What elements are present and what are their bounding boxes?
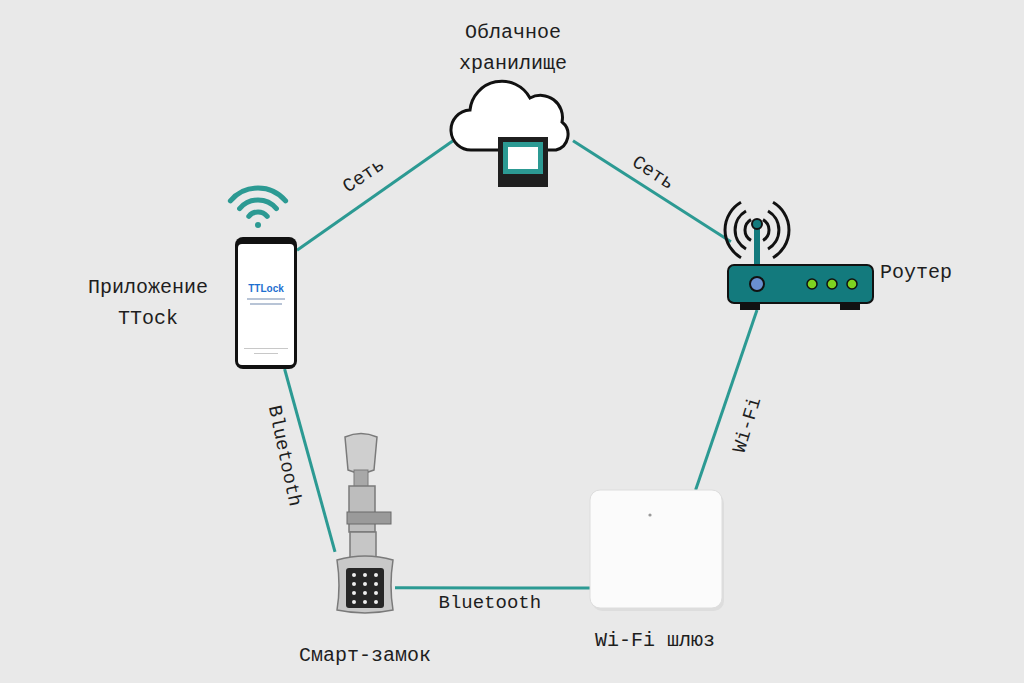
status-led (847, 279, 857, 289)
router-icon (725, 202, 873, 310)
key (352, 591, 356, 595)
key (374, 591, 378, 595)
lock-icon (337, 434, 393, 614)
connector-line (395, 586, 590, 589)
cloud-icon (451, 81, 568, 187)
lock-cylinder (349, 486, 375, 532)
screen-line (254, 353, 278, 354)
wave-arc (768, 211, 779, 249)
keypad-panel (346, 568, 384, 608)
key (374, 573, 378, 577)
lock-knob (345, 434, 377, 474)
key (363, 591, 367, 595)
connector-line (297, 141, 453, 250)
key (374, 600, 378, 604)
wave-arc (735, 211, 746, 249)
status-led (807, 279, 817, 289)
smart-lock: Смарт-замок (335, 433, 395, 613)
wave-arc (745, 220, 751, 241)
key (363, 573, 367, 577)
router-body (728, 265, 873, 303)
router-foot (840, 303, 860, 310)
screen-line (250, 303, 282, 305)
key (352, 573, 356, 577)
wifi-dot (255, 222, 261, 228)
cloud-storage: Облачное хранилище (453, 83, 573, 188)
status-led (827, 279, 837, 289)
antenna-tip (752, 219, 762, 229)
lock-handle (337, 556, 393, 613)
wave-arc (773, 202, 789, 257)
key (374, 582, 378, 586)
connection-label: Сеть (628, 151, 678, 194)
connector-line (573, 141, 731, 242)
wave-arc (763, 220, 769, 241)
phone-icon (235, 237, 297, 369)
phone-body (235, 237, 297, 369)
node-label: Облачное хранилище (447, 17, 579, 79)
wifi-gateway: Wi-Fi шлюз (590, 490, 722, 608)
key (363, 600, 367, 604)
power-led (750, 277, 764, 291)
router: Роутер (728, 205, 873, 310)
wifi-arc (230, 188, 285, 201)
lock-cam (347, 512, 391, 524)
node-label: Роутер (876, 257, 956, 288)
gateway-icon (590, 490, 724, 611)
screen-line (247, 298, 285, 300)
wifi-arc (249, 212, 267, 216)
phone-app: Приложение TTockTTLock (235, 237, 297, 369)
connection-label: Wi-Fi (728, 395, 766, 456)
wave-arc (725, 202, 741, 257)
gateway-box (590, 490, 722, 608)
phone-notch (256, 238, 276, 243)
phone-screen (238, 244, 294, 365)
antenna (754, 224, 760, 268)
keypad-keys (352, 573, 378, 604)
key (363, 582, 367, 586)
wifi-arc (240, 200, 277, 209)
node-label: Приложение TTock (80, 272, 216, 334)
connection-label: Bluetooth (439, 592, 542, 614)
node-label: Wi-Fi шлюз (580, 625, 730, 656)
screen-logo: TTLock (241, 283, 291, 295)
key (352, 600, 356, 604)
screen-line (244, 348, 288, 349)
node-label: Смарт-замок (292, 640, 438, 671)
key (352, 582, 356, 586)
router-foot (740, 303, 760, 310)
server-screen (508, 147, 538, 169)
wifi-symbol (230, 188, 285, 228)
server-box (498, 137, 548, 187)
server-screen-frame (503, 142, 543, 174)
gateway-led (648, 513, 651, 516)
